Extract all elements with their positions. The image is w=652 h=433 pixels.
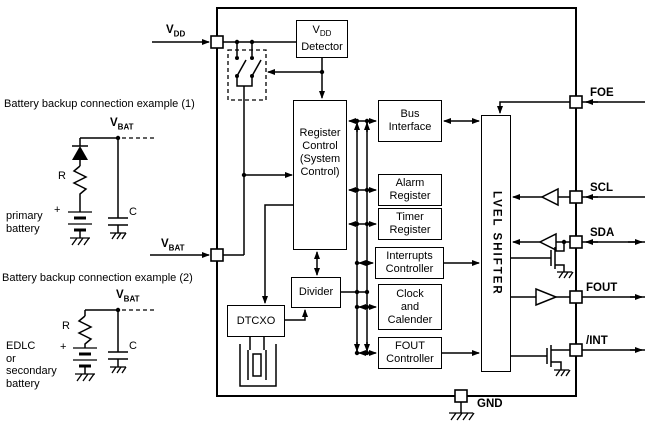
pin-label-int: /INT <box>586 335 608 347</box>
ground-icon <box>70 237 90 246</box>
vdd-detector-net <box>267 58 325 99</box>
example2-r-label: R <box>62 320 70 332</box>
capacitor-icon <box>108 217 128 226</box>
capacitor-icon <box>108 351 128 360</box>
block-divider: Divider <box>291 277 341 308</box>
example1-circuit <box>68 135 154 246</box>
example2-edlc-label: EDLC or secondary battery <box>6 340 57 390</box>
example2-c-label: C <box>129 340 137 352</box>
pin-label-foe: FOE <box>590 87 614 99</box>
example1-title: Battery backup connection example (1) <box>4 98 195 110</box>
block-interrupts-controller: Interrupts Controller <box>375 247 444 279</box>
block-label: VDD <box>312 24 332 39</box>
resistor-icon <box>72 165 88 196</box>
pin-label-scl: SCL <box>590 182 613 194</box>
block-fout-controller: FOUT Controller <box>378 337 442 369</box>
resistor-icon <box>77 315 93 348</box>
scl-input-buffer-icon <box>540 187 559 207</box>
internal-bus <box>314 118 377 356</box>
ground-icon <box>110 232 127 240</box>
level-shifter-net <box>442 118 480 356</box>
block-dtcxo: DTCXO <box>227 305 285 337</box>
ground-icon <box>449 412 475 421</box>
scl-net <box>512 187 645 207</box>
crystal-icon <box>239 337 277 387</box>
block-alarm-register: Alarm Register <box>378 174 442 206</box>
block-bus-interface: Bus Interface <box>378 100 442 142</box>
pin-int <box>569 343 583 357</box>
block-vdd-detector: VDD Detector <box>296 20 348 58</box>
example2-title: Battery backup connection example (2) <box>2 272 193 284</box>
sda-input-buffer-icon <box>538 232 557 252</box>
primary-battery-icon <box>68 211 92 232</box>
example2-circuit <box>73 307 154 382</box>
pin-gnd <box>454 389 468 403</box>
vdd-net <box>152 39 296 56</box>
int-mosfet-icon <box>511 345 571 377</box>
pin-label-sda: SDA <box>590 227 615 239</box>
block-label: Detector <box>301 40 343 53</box>
block-timer-register: Timer Register <box>378 208 442 240</box>
foe-net <box>497 99 645 114</box>
pin-foe <box>569 95 583 109</box>
pin-fout <box>569 290 583 304</box>
pins <box>210 35 583 403</box>
example2-plus-label: + <box>60 341 67 353</box>
sda-net <box>511 232 645 279</box>
diode-icon <box>72 145 88 160</box>
block-register-control: Register Control (System Control) <box>293 100 347 250</box>
ground-icon <box>75 373 95 382</box>
pin-label-vbat: VBAT <box>161 238 185 253</box>
sda-mosfet-icon <box>511 242 574 279</box>
fout-output-buffer-icon <box>535 287 559 307</box>
fout-net <box>511 287 645 307</box>
block-level-shifter: LVEL SHIFTER <box>481 115 511 372</box>
int-net <box>511 345 645 377</box>
pin-sda <box>569 235 583 249</box>
example1-vbat-label: VBAT <box>110 117 134 132</box>
ground-icon <box>110 366 127 374</box>
pin-vdd <box>210 35 224 49</box>
example1-plus-label: + <box>54 204 61 216</box>
example2-vbat-label: VBAT <box>116 289 140 304</box>
example1-primary-battery-label: primary battery <box>6 210 43 235</box>
block-clock-calender: Clock and Calender <box>378 284 442 330</box>
pin-label-gnd: GND <box>477 398 503 410</box>
example1-c-label: C <box>129 206 137 218</box>
pin-vbat <box>210 248 224 262</box>
pin-label-fout: FOUT <box>586 282 618 294</box>
pin-scl <box>569 190 583 204</box>
power-switch-icon <box>227 49 293 255</box>
pin-label-vdd: VDD <box>166 24 186 39</box>
dtcxo-net <box>262 204 308 321</box>
gnd-net <box>449 402 475 421</box>
example1-r-label: R <box>58 170 66 182</box>
edlc-icon <box>73 347 97 368</box>
